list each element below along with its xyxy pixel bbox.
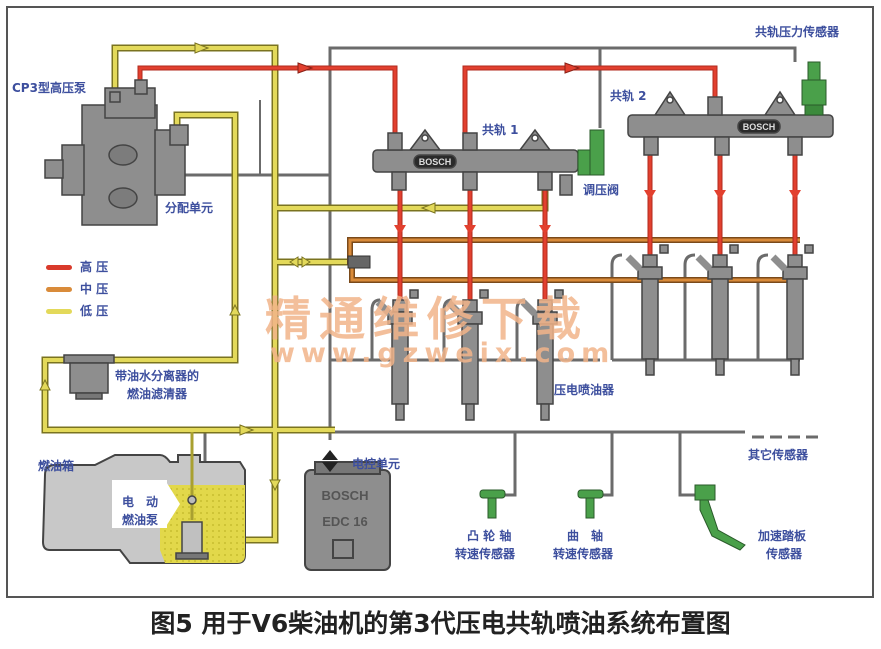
camshaft-sensor-label-line1: 凸 轮 轴 (467, 529, 512, 543)
injector-part (711, 278, 729, 360)
piezo-injector (375, 289, 419, 421)
fuel-tank-label: 燃油箱 (38, 459, 75, 473)
pedal-sensor-label-line1: 加速踏板 (758, 529, 807, 543)
pedal-sensor-label-line2: 传感器 (766, 547, 803, 561)
piezo-injector (445, 289, 489, 421)
legend-label: 中 压 (80, 282, 109, 296)
electric-fuel-pump (175, 432, 209, 560)
wire-injectors-right (610, 253, 800, 362)
injector-part (804, 244, 814, 254)
injector-return-port (625, 254, 643, 272)
injector-part (395, 403, 405, 421)
piezo-injector (625, 244, 669, 376)
piezo-injectors-label: 压电喷油器 (554, 383, 615, 397)
injector-part (540, 403, 550, 421)
other-sensors-label: 其它传感器 (748, 448, 809, 462)
injector-part (409, 289, 419, 299)
injector-part (645, 358, 655, 376)
piezo-injector (695, 244, 739, 376)
injector-part (787, 254, 803, 268)
legend-item-low: 低 压 (46, 303, 108, 319)
rail-2-brand: BOSCH (743, 122, 776, 132)
rail-2-label: 共轨 2 (610, 89, 647, 103)
rail-pressure-sensor-label: 共轨压力传感器 (755, 25, 840, 39)
electric-pump-label-line1: 电 动 (122, 495, 159, 509)
injector-part (659, 244, 669, 254)
injector-part (637, 266, 663, 280)
watermark-title: 精通维修下载 (265, 292, 589, 346)
rail-pressure-sensor (801, 61, 827, 116)
crankshaft-sensor-label-line2: 转速传感器 (553, 547, 614, 561)
ecu-model: EDC 16 (322, 514, 368, 529)
injector-part (712, 254, 728, 268)
piezo-injectors (375, 244, 814, 421)
high-pressure-pump (44, 79, 189, 226)
injector-part (782, 266, 808, 280)
flow-arrows (39, 42, 801, 492)
wire-pedal (678, 432, 700, 497)
injector-part (479, 289, 489, 299)
injector-part (554, 289, 564, 299)
legend-item-high: 高 压 (46, 259, 108, 275)
legend-label: 低 压 (80, 304, 109, 318)
legend-item-medium: 中 压 (46, 281, 108, 297)
rail-1-brand: BOSCH (419, 157, 452, 167)
common-rail-1 (372, 128, 579, 196)
injector-part (465, 403, 475, 421)
injector-part (715, 358, 725, 376)
camshaft-sensor-label-line2: 转速传感器 (455, 547, 516, 561)
ecu-label: 电控单元 (352, 457, 401, 471)
injector-return-port (770, 254, 788, 272)
camshaft-sensor (479, 489, 506, 519)
ecu-unit (304, 450, 391, 571)
watermark-url: www.gzweix.com (270, 338, 616, 369)
injector-part (641, 278, 659, 360)
fuel-system-diagram: BOSCH BOSCH (39, 42, 834, 571)
ecu-brand: BOSCH (322, 488, 369, 503)
legend-swatch (46, 286, 72, 292)
crankshaft-sensor (577, 489, 604, 519)
wire-cam (500, 432, 517, 497)
injector-part (642, 254, 658, 268)
injector-return-port (520, 299, 538, 317)
leakage-valve (347, 255, 371, 269)
legend-swatch (46, 308, 72, 314)
hp-pump-label: CP3型高压泵 (12, 81, 86, 95)
rail-1-label: 共轨 1 (482, 123, 519, 137)
fuel-filter-label-line1: 带油水分离器的 (115, 369, 200, 383)
pressure-control-valve-label: 调压阀 (583, 183, 620, 197)
metering-unit-label: 分配单元 (165, 201, 214, 215)
injector-part (729, 244, 739, 254)
injector-return-port (695, 254, 713, 272)
injector-part (790, 358, 800, 376)
fuel-filter-label-line2: 燃油滤清器 (127, 387, 188, 401)
common-rail-2 (627, 90, 834, 156)
wire-main-trunk (328, 46, 797, 440)
crankshaft-sensor-label-line1: 曲 轴 (567, 529, 604, 543)
pressure-control-valve (577, 129, 605, 176)
figure-caption: 图5 用于V6柴油机的第3代压电共轨喷油系统布置图 (150, 609, 731, 638)
injector-part (786, 278, 804, 360)
legend-label: 高 压 (80, 260, 109, 274)
legend-swatch (46, 264, 72, 270)
injector-return-port (375, 299, 393, 317)
electric-pump-label-line2: 燃油泵 (122, 513, 159, 527)
wire-crank (598, 432, 614, 497)
piezo-injector (520, 289, 564, 421)
piezo-injector (770, 244, 814, 376)
accelerator-pedal-sensor (694, 484, 746, 551)
injector-return-port (445, 299, 463, 317)
injector-part (707, 266, 733, 280)
fuel-filter (63, 354, 115, 400)
